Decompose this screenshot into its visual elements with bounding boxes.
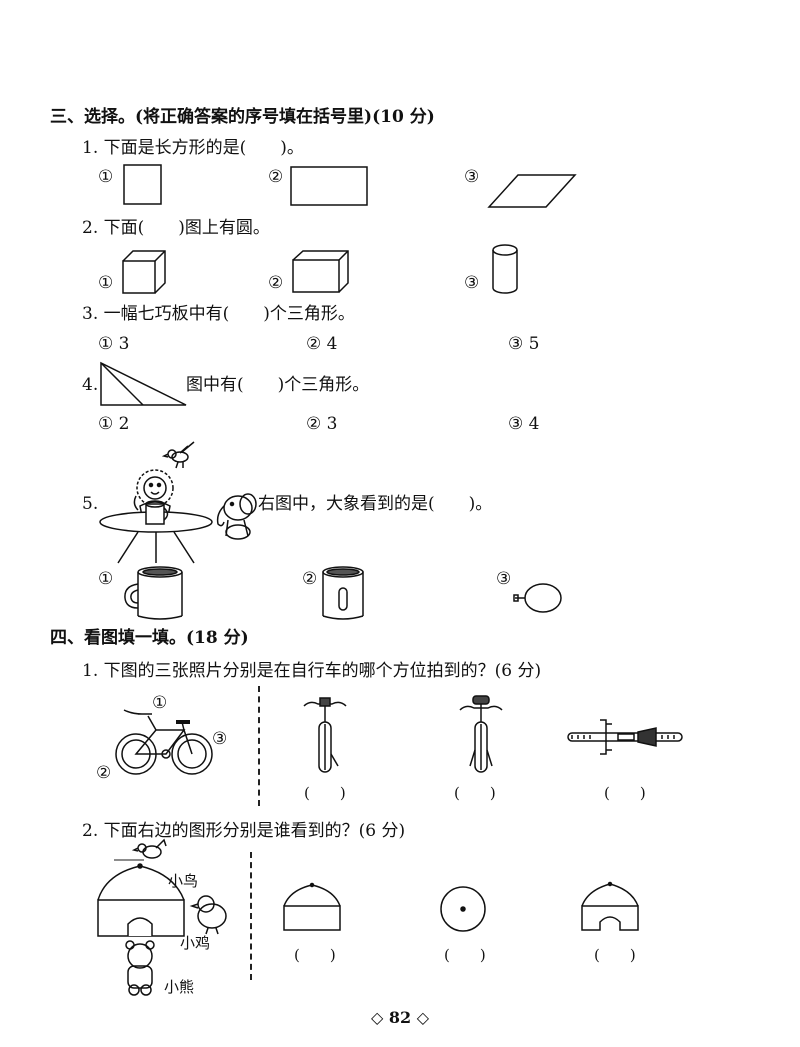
q3-stem: 3. 一幅七巧板中有( )个三角形。	[82, 304, 355, 324]
parallelogram-icon	[487, 174, 577, 208]
q5-option-2: ②	[302, 569, 318, 589]
q5-option-1: ①	[98, 569, 114, 589]
bird-icon	[161, 441, 195, 469]
q3-option-2: ② 4	[306, 334, 338, 354]
top-view-circle-icon	[440, 886, 486, 932]
bike-top-view-icon	[567, 719, 683, 755]
chick-icon	[189, 895, 227, 935]
dome-building-icon	[97, 863, 185, 937]
s4-q1-answer-3[interactable]: ( )	[604, 784, 646, 802]
bike-back-view-icon	[459, 695, 503, 773]
bike-marker-2: ②	[96, 763, 112, 783]
cylinder-icon	[492, 244, 518, 294]
s4-q1-stem: 1. 下图的三张照片分别是在自行车的哪个方位拍到的？(6 分)	[82, 661, 542, 681]
s4-q1-answer-2[interactable]: ( )	[454, 784, 496, 802]
divider-dashed-2	[250, 852, 252, 980]
q1-option-3: ③	[464, 167, 480, 187]
q1-stem: 1. 下面是长方形的是( )。	[82, 138, 304, 158]
q5-stem: 右图中，大象看到的是( )。	[258, 494, 493, 514]
divider-dashed-1	[258, 686, 260, 806]
q4-option-3: ③ 4	[508, 414, 540, 434]
front-view-dome-icon	[283, 882, 341, 931]
q1-option-2: ②	[268, 167, 284, 187]
bike-front-view-icon	[303, 697, 347, 773]
cuboid-icon	[292, 250, 349, 293]
q4-number: 4.	[82, 375, 99, 395]
dome-building-scene	[97, 838, 227, 996]
section-4-title: 四、看图填一填。(18 分)	[50, 628, 249, 648]
q2-option-1: ①	[98, 273, 114, 293]
s4-q2-answer-3[interactable]: ( )	[594, 946, 636, 964]
q2-stem: 2. 下面( )图上有圆。	[82, 218, 270, 238]
table-scene-illustration	[99, 441, 257, 564]
page-number: ◇ 82 ◇	[370, 1008, 429, 1027]
cube-icon	[122, 250, 166, 294]
q4-option-2: ② 3	[306, 414, 338, 434]
bike-marker-3: ③	[212, 729, 228, 749]
q1-option-1: ①	[98, 167, 114, 187]
cup-side-view-icon	[124, 566, 183, 620]
s4-q2-answer-2[interactable]: ( )	[444, 946, 486, 964]
s4-q1-answer-1[interactable]: ( )	[304, 784, 346, 802]
bicycle-icon	[115, 709, 213, 775]
s4-q2-stem: 2. 下面右边的图形分别是谁看到的？(6 分)	[82, 821, 406, 841]
q5-option-3: ③	[496, 569, 512, 589]
bird-icon	[114, 838, 167, 861]
label-bird: 小鸟	[168, 872, 199, 890]
q2-option-2: ②	[268, 273, 284, 293]
square-icon	[123, 164, 162, 205]
label-chick: 小鸡	[180, 934, 211, 952]
s4-q2-answer-1[interactable]: ( )	[294, 946, 336, 964]
section-3-title: 三、选择。(将正确答案的序号填在括号里)(10 分)	[50, 107, 435, 127]
lion-icon	[133, 469, 174, 517]
q2-option-3: ③	[464, 273, 480, 293]
rectangle-icon	[290, 166, 368, 206]
q4-stem: 图中有( )个三角形。	[186, 375, 370, 395]
label-bear: 小熊	[164, 978, 195, 996]
q3-option-1: ① 3	[98, 334, 130, 354]
bike-marker-1: ①	[152, 693, 168, 713]
elephant-icon	[216, 493, 257, 540]
bear-icon	[125, 940, 155, 996]
front-view-door-icon	[581, 881, 639, 931]
q3-option-3: ③ 5	[508, 334, 540, 354]
q5-number: 5.	[82, 494, 99, 514]
q4-option-1: ① 2	[98, 414, 130, 434]
triangles-figure-icon	[100, 361, 187, 406]
cup-top-view-icon	[513, 583, 562, 613]
cup-front-view-icon	[322, 566, 364, 620]
cup-icon	[145, 500, 169, 525]
